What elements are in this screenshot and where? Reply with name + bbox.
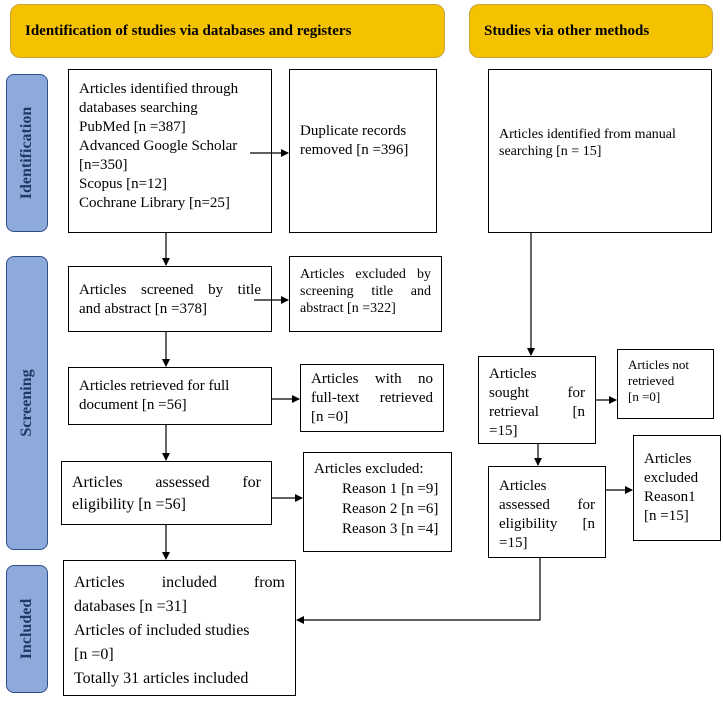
text-line: Articles identified from manual: [499, 127, 676, 142]
text-line: databases searching: [79, 100, 198, 116]
text-line: full-text retrieved: [311, 390, 433, 406]
box-no-fulltext: Articles with no full-text retrieved [n …: [300, 364, 444, 432]
box-duplicates-removed: Duplicate records removed [n =396]: [289, 69, 437, 233]
text-line: databases [n =31]: [74, 598, 187, 615]
header-databases: Identification of studies via databases …: [10, 4, 445, 58]
text-line: document [n =56]: [79, 397, 187, 413]
box-assessed-other: Articles assessed for eligibility [n =15…: [488, 466, 606, 558]
text-line: Reason 2 [n =6]: [342, 501, 439, 517]
text-line: Articles screened by title: [79, 282, 261, 298]
arrow-assessedother-to-included: [296, 558, 541, 624]
box-excluded-screening: Articles excluded by screening title and…: [289, 256, 442, 332]
text-line: Duplicate records: [300, 123, 407, 139]
header-other-methods-text: Studies via other methods: [484, 22, 650, 39]
text-line: Articles excluded by: [300, 267, 431, 282]
phase-screening: Screening: [6, 256, 48, 550]
box-assessed-eligibility: Articles assessed for eligibility [n =56…: [61, 461, 272, 525]
text-line: eligibility [n: [499, 516, 595, 532]
box-included: Articles included from databases [n =31]…: [63, 560, 296, 696]
box-excluded-eligibility: Articles excluded: Reason 1 [n =9] Reaso…: [303, 452, 452, 552]
text-line: sought for: [489, 385, 585, 401]
box-excluded-other: Articles excluded Reason1 [n =15]: [633, 435, 721, 541]
text-line: retrieved: [628, 373, 675, 388]
text-line: Articles: [499, 478, 547, 494]
text-line: screening title and: [300, 284, 431, 299]
text-line: [n =15]: [644, 508, 689, 524]
phase-identification: Identification: [6, 74, 48, 232]
box-screened-title-abstract: Articles screened by title and abstract …: [68, 266, 272, 332]
text-line: searching [n = 15]: [499, 144, 602, 159]
text-line: retrieval [n: [489, 404, 585, 420]
text-line: Articles included from: [74, 574, 285, 591]
text-line: and abstract [n =378]: [79, 301, 207, 317]
text-line: Scopus [n=12]: [79, 176, 168, 192]
text-line: Articles with no: [311, 371, 433, 387]
text-line: Articles: [489, 366, 537, 382]
box-retrieved-full-document: Articles retrieved for full document [n …: [68, 367, 272, 425]
text-line: removed [n =396]: [300, 142, 409, 158]
box-not-retrieved: Articles not retrieved [n =0]: [617, 349, 714, 419]
text-line: assessed for: [499, 497, 595, 513]
header-databases-text: Identification of studies via databases …: [25, 22, 352, 39]
text-line: Cochrane Library [n=25]: [79, 195, 230, 211]
text-line: [n =0]: [74, 646, 114, 663]
text-line: Reason1: [644, 489, 696, 505]
phase-included: Included: [6, 565, 48, 693]
text-line: [n =0]: [628, 389, 661, 404]
text-line: Articles: [644, 451, 692, 467]
text-line: Articles excluded:: [314, 461, 424, 477]
text-line: Articles assessed for: [72, 474, 261, 491]
text-line: Articles retrieved for full: [79, 378, 230, 394]
text-line: Articles identified through: [79, 81, 239, 97]
text-line: Totally 31 articles included: [74, 670, 249, 687]
text-line: =15]: [499, 535, 528, 551]
text-line: Reason 1 [n =9]: [342, 481, 439, 497]
box-sought-retrieval: Articles sought for retrieval [n =15]: [478, 356, 596, 444]
text-line: abstract [n =322]: [300, 301, 396, 316]
text-line: Articles not: [628, 357, 690, 372]
text-line: PubMed [n =387]: [79, 119, 186, 135]
header-other-methods: Studies via other methods: [469, 4, 713, 58]
text-line: [n =0]: [311, 409, 349, 425]
text-line: Articles of included studies: [74, 622, 250, 639]
text-line: =15]: [489, 423, 518, 439]
box-articles-identified: Articles identified through databases se…: [68, 69, 272, 233]
text-line: [n=350]: [79, 157, 128, 173]
text-line: eligibility [n =56]: [72, 496, 186, 513]
text-line: Reason 3 [n =4]: [342, 521, 439, 537]
text-line: Advanced Google Scholar: [79, 138, 238, 154]
box-manual-search: Articles identified from manual searchin…: [488, 69, 712, 233]
text-line: excluded: [644, 470, 699, 486]
